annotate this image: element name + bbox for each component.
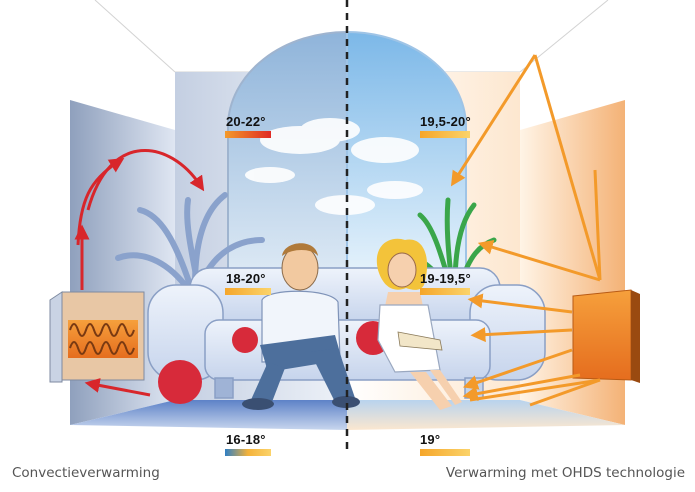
temp-right-middle: 19-19,5° [420, 271, 471, 286]
temp-right-ceiling: 19,5-20° [420, 114, 471, 129]
convection-arrows [74, 148, 205, 397]
caption-convection: Convectieverwarming [12, 465, 160, 481]
convection-radiator [49, 291, 145, 383]
radiant-panel [572, 289, 640, 383]
clouds [245, 118, 423, 215]
temp-right-floor: 19° [420, 432, 441, 447]
woman-figure [376, 238, 462, 410]
caption-ohds: Verwarming met OHDS technologie [445, 465, 685, 481]
temp-left-middle: 18-20° [226, 271, 266, 286]
man-figure [242, 243, 360, 410]
convection-arrow-down [76, 157, 125, 246]
temp-bar-left-ceiling [225, 131, 271, 138]
convection-arrow-loop [86, 148, 205, 211]
temp-bar-right-floor [420, 449, 470, 456]
temp-bar-left-middle [225, 288, 271, 295]
arched-window [227, 30, 467, 271]
temp-bar-right-middle [420, 288, 470, 295]
temp-bar-right-ceiling [420, 131, 470, 138]
temp-left-floor: 16-18° [226, 432, 266, 447]
temp-left-ceiling: 20-22° [226, 114, 266, 129]
plant-left [115, 192, 265, 288]
convection-arrow-return [84, 378, 151, 397]
radiant-arrows [450, 54, 602, 407]
temp-bar-left-floor [225, 449, 271, 456]
